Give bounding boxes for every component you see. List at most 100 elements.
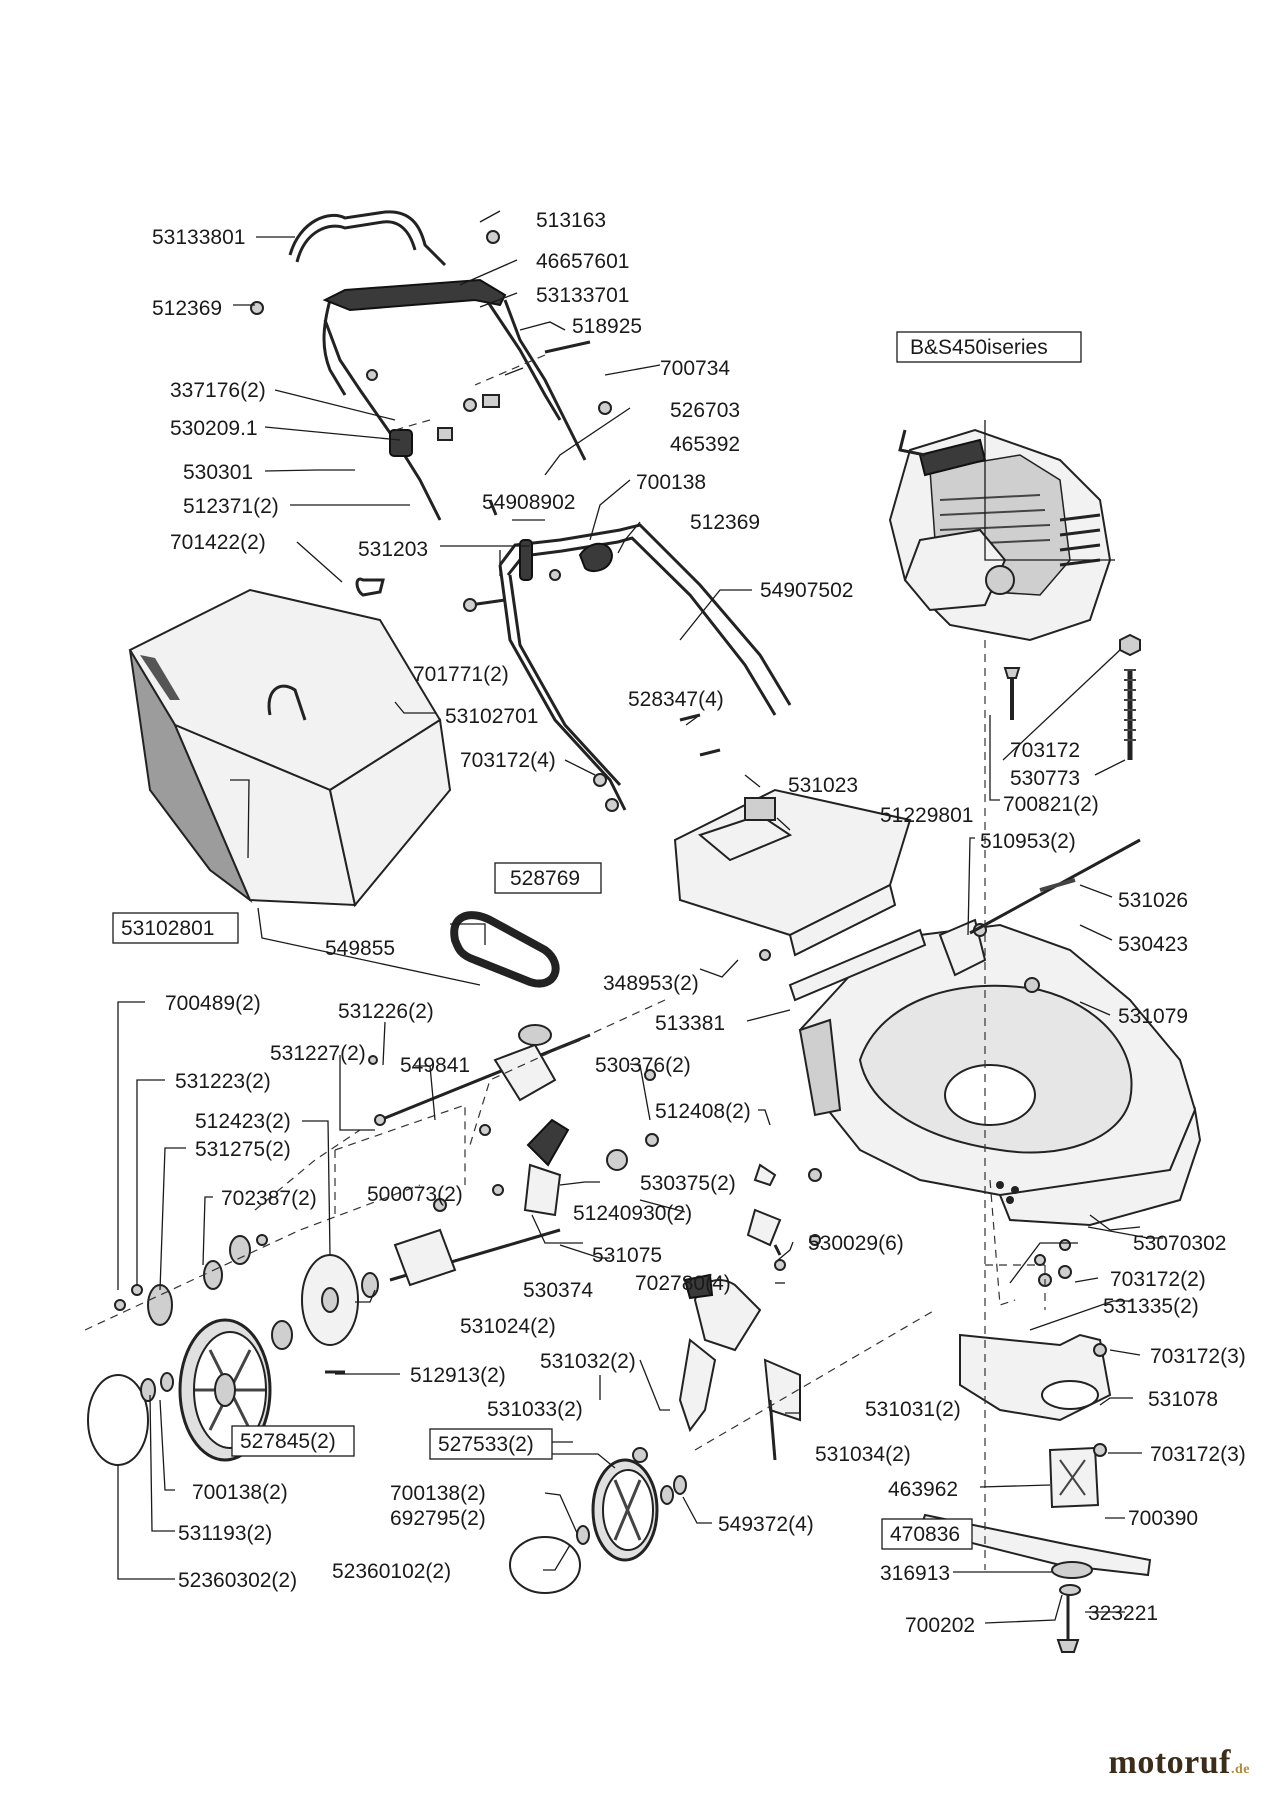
label-530423: 530423: [1118, 933, 1188, 956]
label-54907502: 54907502: [760, 579, 853, 602]
label-530374: 530374: [523, 1279, 593, 1302]
label-323221: 323221: [1088, 1602, 1158, 1625]
label-53133801: 53133801: [152, 226, 245, 249]
label-531203: 531203: [358, 538, 428, 561]
rear-hubcap-part: [87, 1372, 174, 1466]
label-700821: 700821(2): [1003, 793, 1099, 816]
small-hardware-parts: [325, 340, 1141, 1374]
label-531031: 531031(2): [865, 1398, 961, 1421]
lower-handle-part: [498, 523, 792, 811]
front-wheel-part: [509, 1458, 687, 1594]
label-513381: 513381: [655, 1012, 725, 1035]
label-700138-2: 700138(2): [192, 1481, 288, 1504]
boxed-label-frames: [112, 331, 1082, 1550]
label-510953: 510953(2): [980, 830, 1076, 853]
label-700202: 700202: [905, 1614, 975, 1637]
label-530029: 530029(6): [808, 1232, 904, 1255]
label-702387: 702387(2): [221, 1187, 317, 1210]
blade-assembly-part: [918, 1265, 1152, 1653]
label-530376: 530376(2): [595, 1054, 691, 1077]
label-512369-top: 512369: [152, 297, 222, 320]
label-701422: 701422(2): [170, 531, 266, 554]
label-512423: 512423(2): [195, 1110, 291, 1133]
label-531335: 531335(2): [1103, 1295, 1199, 1318]
label-531034: 531034(2): [815, 1443, 911, 1466]
label-512913: 512913(2): [410, 1364, 506, 1387]
label-51229801: 51229801: [880, 804, 973, 827]
label-337176: 337176(2): [170, 379, 266, 402]
label-531079: 531079: [1118, 1005, 1188, 1028]
label-53133701: 53133701: [536, 284, 629, 307]
rear-axle-part: [389, 1228, 561, 1287]
label-531227: 531227(2): [270, 1042, 366, 1065]
label-463962: 463962: [888, 1478, 958, 1501]
label-512369-mid: 512369: [690, 511, 760, 534]
label-702780: 702780(4): [635, 1272, 731, 1295]
engine-bolts-part: [1003, 633, 1141, 760]
label-530375: 530375(2): [640, 1172, 736, 1195]
label-703172-4: 703172(4): [460, 749, 556, 772]
label-348953: 348953(2): [603, 972, 699, 995]
part-number-labels: 53133801 513163 46657601 53133701 512369…: [152, 209, 1246, 1637]
leader-lines: [117, 210, 1163, 1624]
drive-belt-part: [450, 911, 560, 988]
label-46657601: 46657601: [536, 250, 629, 273]
label-53102801: 53102801: [121, 917, 214, 940]
label-513163: 513163: [536, 209, 606, 232]
cable-knob-part: [250, 230, 500, 457]
label-700138: 54908902: [482, 491, 575, 514]
label-52360302: 52360302(2): [178, 1569, 297, 1592]
label-531193: 531193(2): [178, 1522, 272, 1545]
watermark-brand: motoruf: [1108, 1744, 1231, 1781]
rear-flap-part: [788, 918, 987, 1002]
label-526703: 526703: [670, 399, 740, 422]
mulch-cover-part: [673, 788, 912, 957]
label-700489: 700489(2): [165, 992, 261, 1015]
deck-part: [798, 923, 1202, 1227]
label-700390: 700390: [1128, 1507, 1198, 1530]
label-527533: 527533(2): [438, 1433, 534, 1456]
label-703172: 703172: [1010, 739, 1080, 762]
label-549841: 549841: [400, 1054, 470, 1077]
boxed-part-labels: B&S450iseries 53102801 528769 527845(2) …: [121, 336, 1048, 1546]
label-470836: 470836: [890, 1523, 960, 1546]
watermark-tld: .de: [1231, 1762, 1250, 1777]
label-531075: 531075: [592, 1244, 662, 1267]
label-528769: 528769: [510, 867, 580, 890]
label-518925: 518925: [572, 315, 642, 338]
label-700138-2b: 700138(2): [390, 1482, 486, 1505]
label-530773: 530773: [1010, 767, 1080, 790]
label-692795: 692795(2): [390, 1507, 486, 1530]
engine-part: [888, 428, 1112, 642]
label-500073: 500073(2): [367, 1183, 463, 1206]
label-465392: 465392: [670, 433, 740, 456]
label-549855: 549855: [325, 937, 395, 960]
label-54908902: 512371(2): [183, 495, 279, 518]
label-53102701: 53102701: [445, 705, 538, 728]
label-700734: 700734: [660, 357, 730, 380]
label-512408: 512408(2): [655, 1100, 751, 1123]
grass-bag-part: [128, 588, 452, 908]
rear-wheel-part: [178, 1318, 272, 1462]
label-engine-series: B&S450iseries: [910, 336, 1048, 359]
rear-wheel-disc-part: [301, 1254, 359, 1346]
label-512371: 700138: [636, 471, 706, 494]
label-527845: 527845(2): [240, 1430, 336, 1453]
label-531223: 531223(2): [175, 1070, 271, 1093]
label-531078: 531078: [1148, 1388, 1218, 1411]
label-530209-1: 530209.1: [170, 417, 258, 440]
label-703172-3-top: 703172(3): [1150, 1345, 1246, 1368]
label-531032: 531032(2): [540, 1350, 636, 1373]
label-531226: 531226(2): [338, 1000, 434, 1023]
label-530301: 530301: [183, 461, 253, 484]
label-703172-3-bot: 703172(3): [1150, 1443, 1246, 1466]
label-701771: 701771(2): [413, 663, 509, 686]
brand-watermark: motoruf.de: [1109, 1744, 1250, 1782]
label-51240930: 51240930(2): [573, 1202, 692, 1225]
drive-gearbox-part: [379, 1024, 659, 1217]
label-531023: 531023: [788, 774, 858, 797]
label-316913: 316913: [880, 1562, 950, 1585]
part-drawings: [87, 210, 1202, 1653]
label-703172-2: 703172(2): [1110, 1268, 1206, 1291]
